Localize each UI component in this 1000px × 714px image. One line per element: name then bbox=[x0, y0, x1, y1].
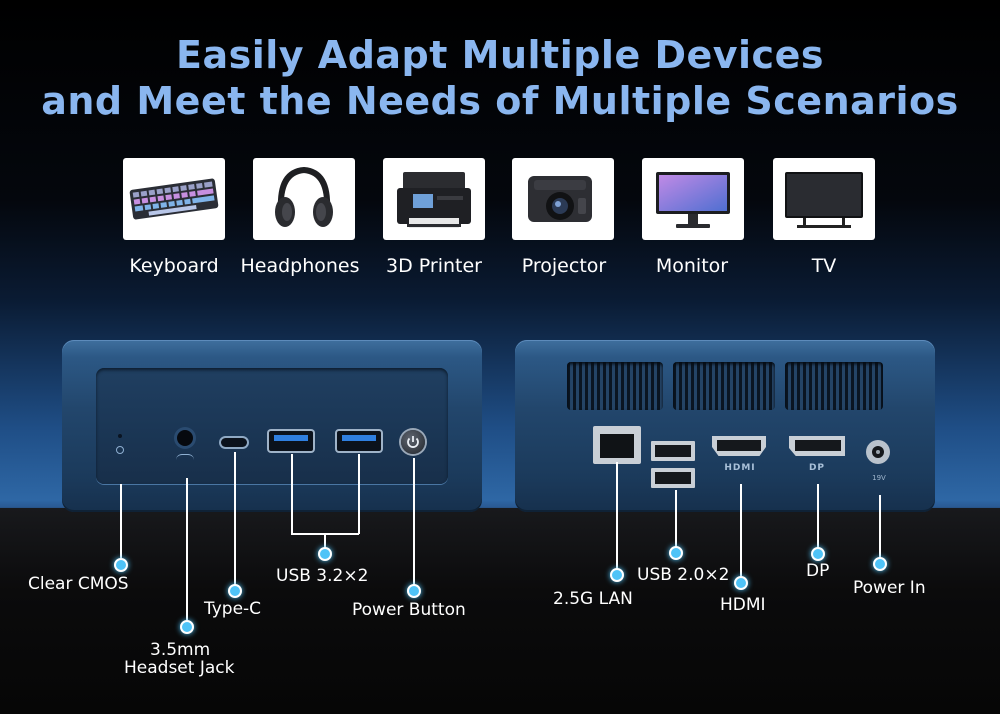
vent-middle bbox=[673, 362, 775, 410]
headset-marker bbox=[180, 620, 194, 634]
usb32-label: USB 3.2×2 bbox=[276, 566, 369, 586]
device-label-keyboard: Keyboard bbox=[129, 255, 219, 277]
usb32-leader-right bbox=[358, 454, 360, 534]
projector-icon bbox=[512, 158, 614, 240]
vent-left bbox=[567, 362, 663, 410]
clear-cmos-marker bbox=[114, 558, 128, 572]
device-label-projector: Projector bbox=[521, 255, 607, 277]
usb32-leader-left bbox=[291, 454, 293, 534]
mini-pc-front bbox=[62, 340, 482, 512]
usb32-leader-center bbox=[324, 533, 326, 549]
usb20-port-2 bbox=[651, 468, 695, 488]
device-label-monitor: Monitor bbox=[655, 255, 729, 277]
usb32-port-1 bbox=[269, 431, 313, 451]
headset-label-2: Headset Jack bbox=[124, 658, 235, 678]
power-button-marker bbox=[407, 584, 421, 598]
headset-leader bbox=[186, 478, 188, 620]
power-button-leader bbox=[413, 458, 415, 586]
usb20-port-1 bbox=[651, 441, 695, 461]
power-in-leader bbox=[879, 495, 881, 559]
headphones-icon bbox=[253, 158, 355, 240]
audio-jack-port bbox=[177, 430, 193, 446]
power-button-label: Power Button bbox=[352, 600, 466, 620]
lan-label: 2.5G LAN bbox=[553, 589, 633, 609]
device-label-3d-printer: 3D Printer bbox=[386, 255, 482, 277]
monitor-icon bbox=[642, 158, 744, 240]
dp-marker bbox=[811, 547, 825, 561]
vent-right bbox=[785, 362, 883, 410]
dp-label: DP bbox=[806, 561, 830, 581]
headset-label-1: 3.5mm bbox=[150, 640, 211, 660]
dc-in-port bbox=[866, 440, 890, 464]
type-c-leader bbox=[234, 452, 236, 588]
power-icon bbox=[407, 436, 419, 448]
power-button[interactable] bbox=[401, 430, 425, 454]
dp-port bbox=[789, 436, 845, 456]
front-panel bbox=[96, 368, 448, 484]
dp-marking: DP bbox=[808, 463, 826, 473]
clear-cmos-leader bbox=[120, 484, 122, 558]
device-label-headphones: Headphones bbox=[240, 255, 360, 277]
keyboard-icon bbox=[123, 158, 225, 240]
hdmi-marking: HDMI bbox=[724, 463, 756, 473]
printer-icon bbox=[383, 158, 485, 240]
hdmi-marker bbox=[734, 576, 748, 590]
power-in-label: Power In bbox=[853, 578, 926, 598]
clear-cmos-label: Clear CMOS bbox=[28, 574, 129, 594]
clear-cmos-pinhole bbox=[118, 434, 122, 438]
dp-leader bbox=[817, 484, 819, 552]
hdmi-port bbox=[712, 436, 766, 456]
type-c-port bbox=[221, 438, 247, 447]
headline-line-1: Easily Adapt Multiple Devices bbox=[176, 33, 824, 77]
dc-marking: 19V bbox=[872, 474, 886, 482]
lan-marker bbox=[610, 568, 624, 582]
type-c-label: Type-C bbox=[204, 599, 262, 619]
usb32-marker bbox=[318, 547, 332, 561]
headline-line-2: and Meet the Needs of Multiple Scenarios bbox=[41, 79, 959, 123]
floor-surface bbox=[0, 508, 1000, 714]
usb20-leader bbox=[675, 490, 677, 548]
usb20-label: USB 2.0×2 bbox=[637, 565, 730, 585]
usb32-port-2 bbox=[337, 431, 381, 451]
lan-leader bbox=[616, 462, 618, 570]
clear-cmos-symbol-icon bbox=[116, 446, 124, 454]
headset-symbol-icon bbox=[176, 454, 194, 461]
device-label-tv: TV bbox=[811, 255, 837, 277]
power-in-marker bbox=[873, 557, 887, 571]
type-c-marker bbox=[228, 584, 242, 598]
hdmi-leader bbox=[740, 484, 742, 576]
hdmi-label: HDMI bbox=[720, 595, 766, 615]
usb20-marker bbox=[669, 546, 683, 560]
tv-icon bbox=[773, 158, 875, 240]
mini-pc-back: HDMI DP 19V bbox=[515, 340, 935, 512]
lan-port bbox=[593, 426, 641, 464]
